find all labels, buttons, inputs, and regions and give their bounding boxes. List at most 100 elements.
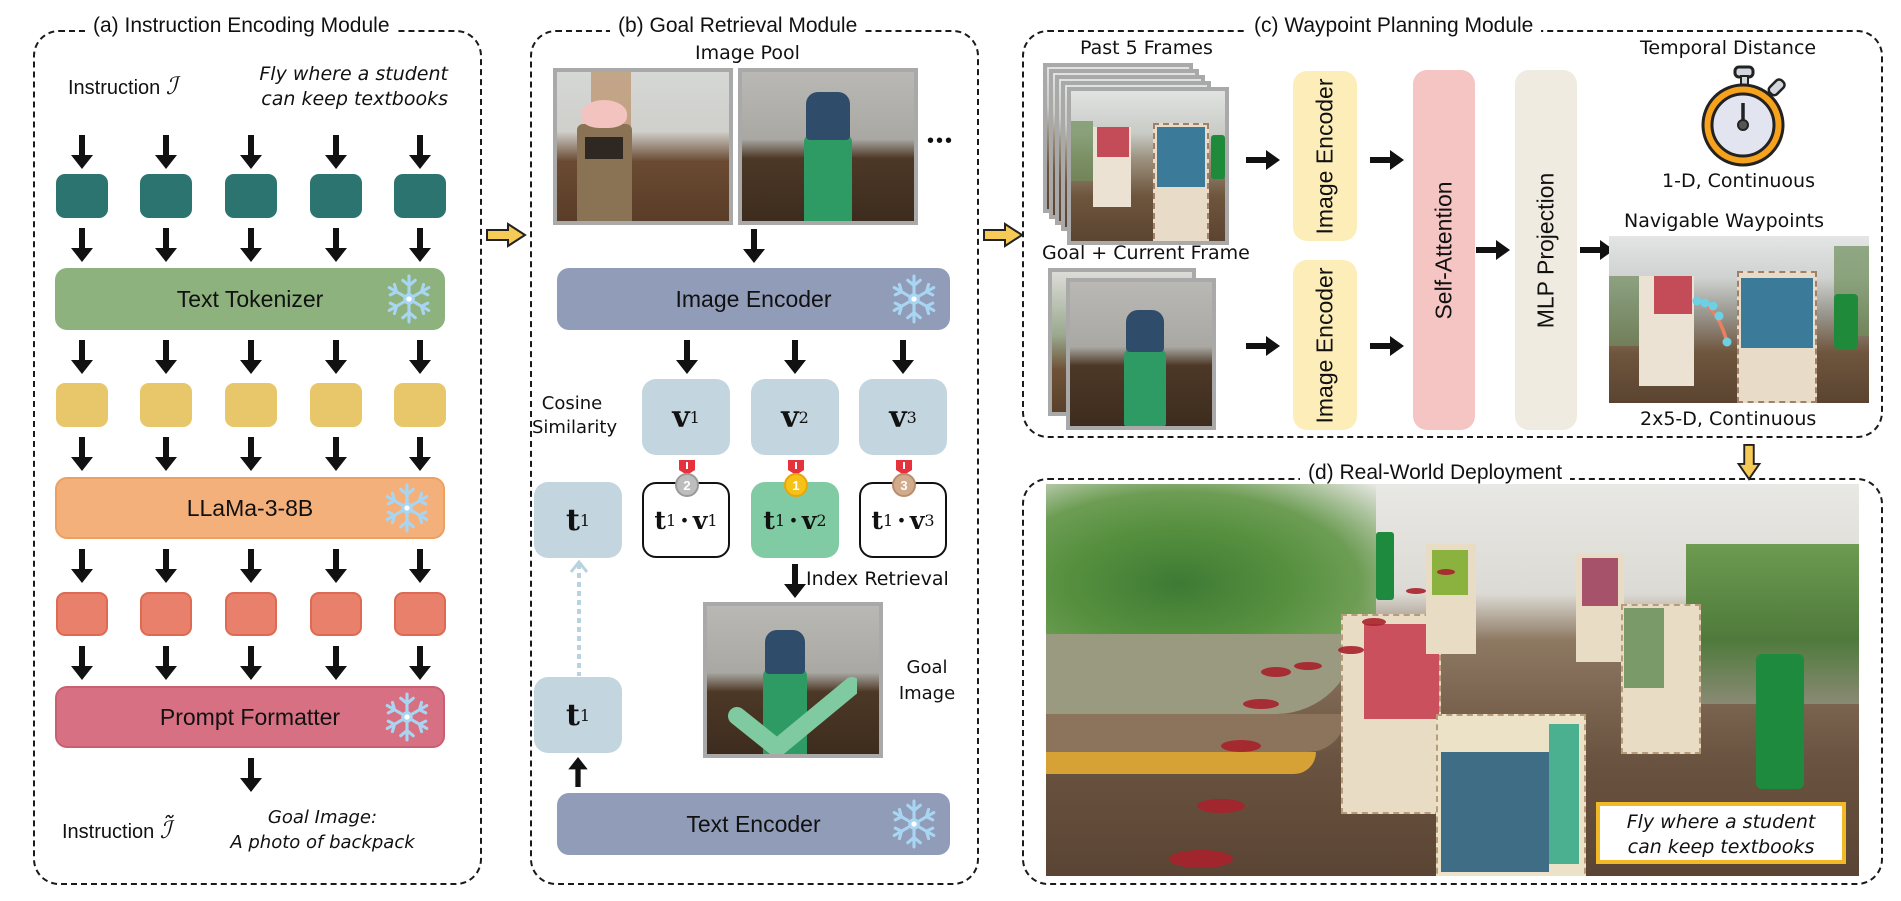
- down-arrow-icon: [71, 228, 93, 262]
- token-row-llm-token: [140, 383, 192, 427]
- token-row-prompt-token: [56, 592, 108, 636]
- token-row-llm-token: [56, 383, 108, 427]
- cosine-line2: Similarity: [532, 417, 618, 438]
- svg-text:3: 3: [900, 478, 907, 493]
- text-encoder-label: Text Encoder: [686, 810, 821, 837]
- sim-t: t: [654, 505, 666, 535]
- instruction-label-row: Instruction ℐ: [68, 72, 177, 100]
- waypoints-photo: [1609, 236, 1869, 403]
- image-pool-label: Image Pool: [695, 42, 800, 64]
- more-images-ellipsis: •••: [927, 130, 955, 152]
- down-arrow-icon: [325, 646, 347, 680]
- down-arrow-icon: [325, 135, 347, 169]
- panel-b-title: (b) Goal Retrieval Module: [610, 14, 866, 38]
- image-encoder-label: Image Encoder: [675, 285, 832, 312]
- token-row-tokenized-token: [310, 174, 362, 218]
- sim-v: v: [692, 505, 708, 535]
- planter-ledge: [1046, 714, 1346, 752]
- image-encoder-block: Image Encoder: [557, 268, 950, 330]
- token-row-tokenized-token: [394, 174, 446, 218]
- down-arrow-icon: [743, 229, 765, 263]
- sim-v: v: [801, 505, 817, 535]
- image-encoder-goal-block: Image Encoder: [1293, 260, 1357, 430]
- right-arrow-icon: [1370, 150, 1404, 170]
- goal-current-label: Goal + Current Frame: [1042, 242, 1250, 264]
- sim-dot: ·: [897, 505, 906, 535]
- token-row-prompt-token: [394, 592, 446, 636]
- instruction-text: Fly where a student can keep textbooks: [228, 62, 448, 112]
- sim-v-sub: 3: [924, 510, 935, 530]
- goal-image-line2: Image: [898, 683, 956, 704]
- past-frame-photo: [1067, 87, 1229, 245]
- down-arrow-icon: [325, 228, 347, 262]
- cube-map-face: [1624, 608, 1664, 688]
- down-arrow-icon: [784, 564, 806, 598]
- prompt-formatter-block: Prompt Formatter: [55, 686, 445, 748]
- down-arrow-icon: [240, 758, 262, 792]
- down-arrow-icon: [71, 549, 93, 583]
- right-arrow-icon: [1246, 150, 1280, 170]
- down-arrow-icon: [240, 646, 262, 680]
- output-text-line1: Goal Image:: [267, 807, 378, 828]
- down-arrow-icon: [240, 228, 262, 262]
- down-arrow-icon: [892, 340, 914, 374]
- down-arrow-icon: [409, 646, 431, 680]
- down-arrow-icon: [676, 340, 698, 374]
- down-arrow-icon: [409, 549, 431, 583]
- temporal-dim-label: 1-D, Continuous: [1662, 170, 1815, 192]
- goal-image-label: Goal Image: [893, 655, 961, 707]
- snowflake-frozen-icon: [381, 691, 433, 743]
- t1-sub: 1: [579, 510, 591, 530]
- v3-symbol: v: [889, 399, 907, 435]
- down-arrow-icon: [409, 135, 431, 169]
- instruction-text-line1: Fly where a student: [259, 63, 448, 85]
- pool-image-backpack: [738, 68, 918, 225]
- waypoints-dim-label: 2x5-D, Continuous: [1640, 408, 1817, 430]
- medal-bronze-icon: 3: [892, 460, 916, 497]
- token-row-llm-token: [394, 383, 446, 427]
- token-row-tokenized-token: [225, 174, 277, 218]
- down-arrow-icon: [409, 437, 431, 471]
- connector-arrow-a-to-b-icon: [484, 222, 528, 248]
- mlp-projection-block: MLP Projection: [1515, 70, 1577, 430]
- snowflake-frozen-icon: [888, 798, 940, 850]
- v1-sub: 1: [689, 407, 700, 427]
- past-frames-label: Past 5 Frames: [1080, 37, 1213, 59]
- down-arrow-icon: [71, 135, 93, 169]
- prompt-formatter-label: Prompt Formatter: [159, 703, 341, 730]
- mlp-projection-label: MLP Projection: [1532, 172, 1559, 328]
- down-arrow-icon: [71, 340, 93, 374]
- self-attention-block: Self-Attention: [1413, 70, 1475, 430]
- down-arrow-icon: [325, 549, 347, 583]
- down-arrow-icon: [325, 437, 347, 471]
- down-arrow-icon: [155, 228, 177, 262]
- output-instruction-symbol: ℐ̃: [159, 816, 172, 844]
- svg-text:1: 1: [792, 478, 799, 493]
- down-arrow-icon: [409, 228, 431, 262]
- drones: [1046, 484, 1859, 876]
- current-frame-photo: [1066, 278, 1216, 430]
- sim-t-sub: 1: [665, 510, 677, 530]
- green-bin-far-1: [1376, 532, 1394, 600]
- sim-t: t: [763, 505, 775, 535]
- llama-block: LLaMa-3-8B: [55, 477, 445, 539]
- instruction-symbol: ℐ: [165, 72, 178, 100]
- sim-t: t: [871, 505, 883, 535]
- caption-line2: can keep textbooks: [1627, 836, 1815, 858]
- sim-dot: ·: [789, 505, 798, 535]
- cube-blue-face: [1441, 752, 1549, 872]
- deployment-caption: Fly where a student can keep textbooks: [1596, 802, 1846, 864]
- connector-arrow-c-to-d-icon: [1736, 443, 1762, 481]
- temporal-distance-label: Temporal Distance: [1640, 37, 1817, 59]
- token-row-prompt-token: [310, 592, 362, 636]
- sim-dot: ·: [680, 505, 689, 535]
- down-arrow-icon: [325, 340, 347, 374]
- token-row-tokenized-token: [56, 174, 108, 218]
- image-encoder-past-block: Image Encoder: [1293, 71, 1357, 241]
- instruction-text-line2: can keep textbooks: [261, 88, 448, 110]
- svg-text:2: 2: [683, 478, 690, 493]
- output-instruction-row: Instruction ℐ̃: [62, 816, 171, 844]
